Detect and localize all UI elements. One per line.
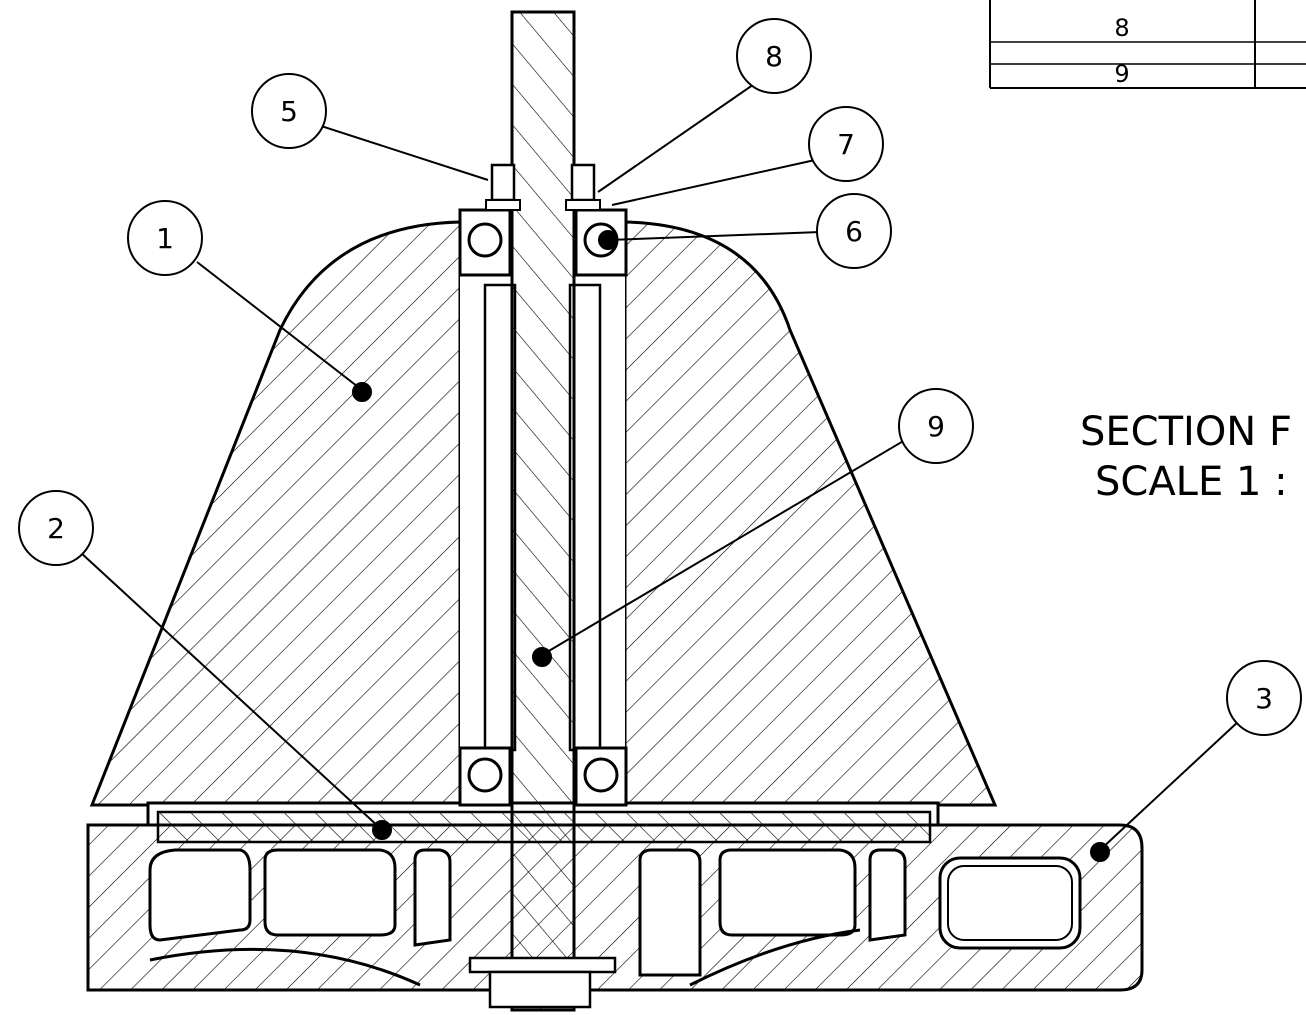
bottom-nut — [468, 956, 617, 1009]
part-9-shaft — [510, 10, 576, 1012]
section-scale: SCALE 1 : — [1095, 459, 1288, 505]
table-row-item-8: 8 — [1114, 14, 1129, 42]
svg-text:5: 5 — [280, 95, 298, 128]
table-row-item-9: 9 — [1114, 60, 1129, 88]
balloons: 1 2 3 5 6 7 8 9 — [18, 18, 1302, 736]
svg-text:8: 8 — [765, 40, 783, 73]
svg-text:6: 6 — [845, 215, 863, 248]
leaders — [79, 79, 1241, 862]
parts-table: 8 9 — [989, 0, 1306, 89]
balloon-8: 8 — [736, 18, 812, 94]
svg-text:1: 1 — [156, 222, 174, 255]
balloon-7: 7 — [808, 106, 884, 182]
part-1-housing — [89, 220, 998, 807]
balloon-6: 6 — [816, 193, 892, 269]
balloon-5: 5 — [251, 73, 327, 149]
balloon-2: 2 — [18, 490, 94, 566]
balloon-3: 3 — [1226, 660, 1302, 736]
balloon-1: 1 — [127, 200, 203, 276]
svg-text:7: 7 — [837, 128, 855, 161]
svg-text:2: 2 — [47, 512, 65, 545]
svg-text:3: 3 — [1255, 682, 1273, 715]
svg-text:9: 9 — [927, 410, 945, 443]
part-5-nut — [485, 163, 601, 211]
balloon-9: 9 — [898, 388, 974, 464]
section-label: SECTION F SCALE 1 : — [1080, 409, 1292, 505]
section-title: SECTION F — [1080, 409, 1292, 455]
